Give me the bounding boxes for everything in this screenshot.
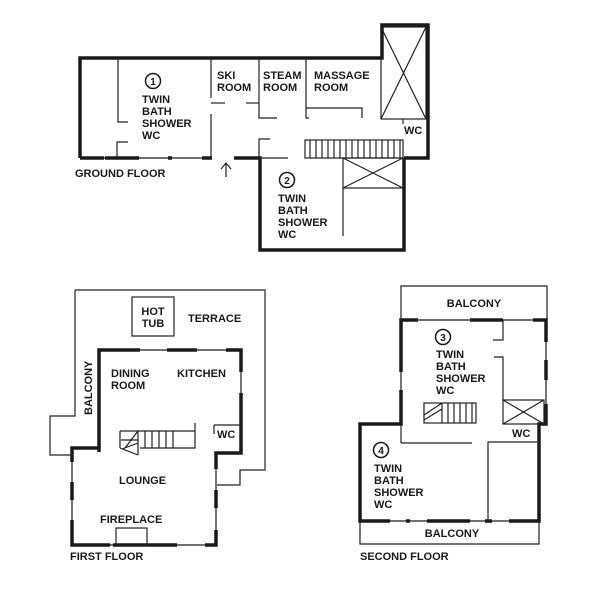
staircase (309, 140, 401, 158)
room-label: HOT (141, 306, 165, 318)
room-label: SHOWER (278, 217, 328, 229)
room-label: ROOM (217, 82, 251, 94)
void-shaft (502, 399, 545, 425)
second-floor-plan: BALCONY 3 TWIN BATH SHOWER WC WC 4 TWIN … (358, 285, 548, 563)
room-label: KITCHEN (177, 368, 226, 380)
room-label: WC (278, 229, 296, 241)
room-label: BALCONY (425, 528, 480, 540)
room-number-badge (278, 171, 296, 189)
room-label: WC (374, 499, 392, 511)
room-label: WC (512, 428, 530, 440)
room-label: BATH (278, 205, 308, 217)
room-label: SHOWER (436, 373, 486, 385)
ground-floor-plan: 1 TWIN BATH SHOWER WC SKI ROOM STEAM ROO… (75, 23, 430, 252)
fireplace (115, 527, 148, 546)
entrance-arrow-icon (220, 162, 232, 177)
room-label: TUB (142, 318, 165, 330)
floor-title: GROUND FLOOR (75, 168, 165, 180)
room-number: 2 (284, 176, 290, 187)
room-label: BATH (374, 475, 404, 487)
room-label: BALCONY (83, 360, 95, 415)
hot-tub (131, 296, 175, 337)
void-shaft (342, 157, 404, 189)
room-number: 3 (440, 333, 446, 344)
room-label: SKI (217, 70, 235, 82)
room-label: SHOWER (374, 487, 424, 499)
room-label: WC (404, 125, 422, 137)
staircase (119, 423, 196, 456)
room-number-badge (372, 441, 390, 459)
room-label: TWIN (374, 463, 402, 475)
room-label: DINING (111, 368, 150, 380)
room-label: MASSAGE (314, 70, 370, 82)
staircase (423, 402, 477, 424)
room-label: STEAM (263, 70, 302, 82)
room-number: 4 (378, 446, 384, 457)
room-number-badge (434, 328, 452, 346)
floor-title: SECOND FLOOR (360, 551, 449, 563)
room-label: ROOM (263, 82, 297, 94)
room-label: TWIN (436, 349, 464, 361)
room-label: LOUNGE (119, 475, 166, 487)
floor-title: FIRST FLOOR (70, 551, 143, 563)
room-label: BALCONY (447, 298, 502, 310)
room-label: SHOWER (142, 118, 192, 130)
room-number: 1 (150, 77, 156, 88)
room-label: WC (436, 385, 454, 397)
first-floor-plan: HOT TUB TERRACE BALCONY DINING ROOM KITC… (49, 289, 266, 563)
room-label: ROOM (314, 82, 348, 94)
room-number-badge (144, 72, 162, 90)
room-label: BATH (436, 361, 466, 373)
room-label: TWIN (278, 193, 306, 205)
room-label: WC (217, 429, 235, 441)
room-label: WC (142, 130, 160, 142)
room-label: ROOM (111, 380, 145, 392)
room-label: FIREPLACE (100, 514, 162, 526)
room-label: BATH (142, 106, 172, 118)
room-label: TWIN (142, 94, 170, 106)
room-label: TERRACE (188, 313, 241, 325)
